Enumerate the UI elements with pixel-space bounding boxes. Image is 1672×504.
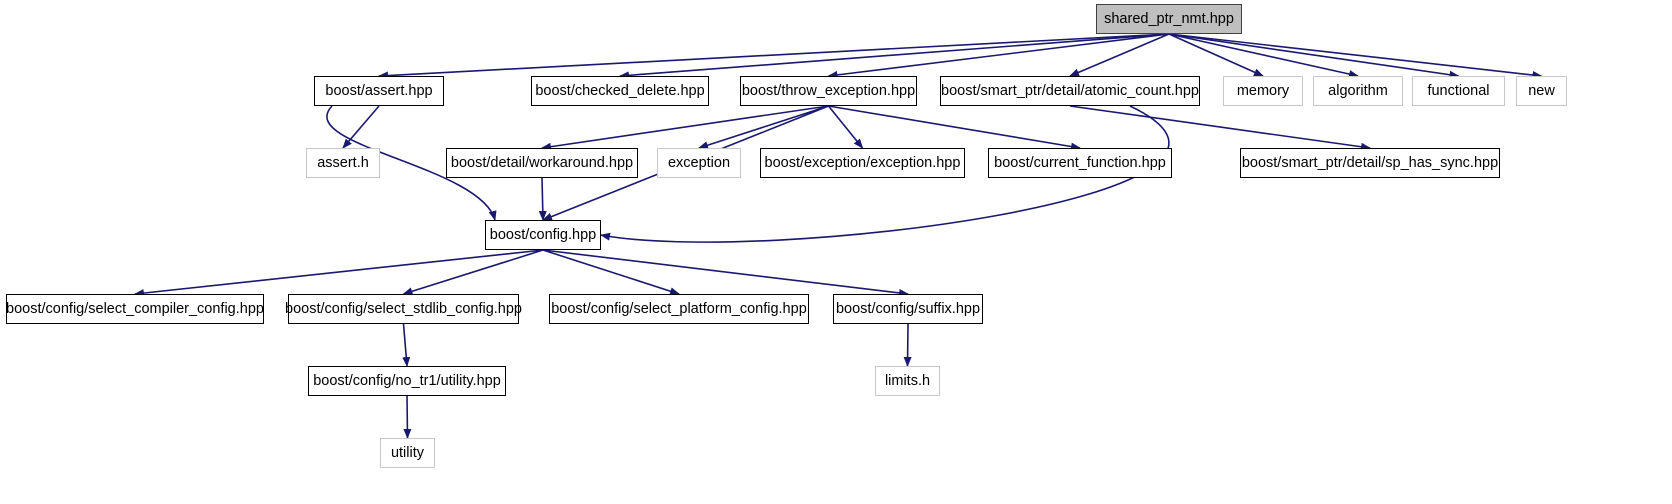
- graph-node-label: shared_ptr_nmt.hpp: [1104, 11, 1234, 27]
- graph-node-label: boost/current_function.hpp: [994, 155, 1166, 171]
- graph-node-boost-smart-ptr-detail-sp-has-sync-hpp[interactable]: boost/smart_ptr/detail/sp_has_sync.hpp: [1240, 148, 1500, 178]
- graph-node-functional[interactable]: functional: [1412, 76, 1505, 106]
- graph-node-label: boost/smart_ptr/detail/atomic_count.hpp: [941, 83, 1199, 99]
- graph-edge: [698, 105, 829, 150]
- graph-edge: [1069, 33, 1170, 77]
- graph-node-boost-config-select-compiler-config-hpp[interactable]: boost/config/select_compiler_config.hpp: [6, 294, 264, 324]
- graph-node-label: memory: [1236, 83, 1290, 99]
- graph-node-boost-smart-ptr-detail-atomic-count-hpp[interactable]: boost/smart_ptr/detail/atomic_count.hpp: [940, 76, 1200, 106]
- graph-edge: [541, 105, 829, 151]
- graph-edge: [378, 33, 1170, 80]
- graph-node-memory[interactable]: memory: [1223, 76, 1303, 106]
- graph-edge: [1069, 105, 1371, 151]
- graph-node-boost-config-select-stdlib-config-hpp[interactable]: boost/config/select_stdlib_config.hpp: [285, 294, 522, 324]
- graph-edge: [827, 105, 864, 149]
- graph-node-boost-config-hpp[interactable]: boost/config.hpp: [485, 220, 601, 250]
- graph-node-shared-ptr-nmt-hpp[interactable]: shared_ptr_nmt.hpp: [1096, 4, 1242, 34]
- graph-node-label: boost/smart_ptr/detail/sp_has_sync.hpp: [1241, 155, 1499, 171]
- graph-node-assert-h[interactable]: assert.h: [306, 148, 380, 178]
- graph-node-label: boost/checked_delete.hpp: [535, 83, 705, 99]
- graph-node-new[interactable]: new: [1516, 76, 1567, 106]
- graph-node-label: boost/throw_exception.hpp: [741, 83, 916, 99]
- graph-edge: [402, 323, 411, 367]
- graph-node-label: utility: [390, 445, 425, 461]
- graph-node-label: functional: [1427, 83, 1490, 99]
- graph-node-label: boost/config/suffix.hpp: [835, 301, 981, 317]
- graph-edge: [619, 33, 1170, 80]
- graph-node-label: boost/config/select_stdlib_config.hpp: [285, 301, 522, 317]
- graph-edge: [828, 105, 1081, 151]
- graph-node-boost-exception-exception-hpp[interactable]: boost/exception/exception.hpp: [760, 148, 965, 178]
- graph-node-label: boost/exception/exception.hpp: [764, 155, 961, 171]
- graph-edge: [542, 249, 909, 297]
- graph-edge: [827, 33, 1170, 79]
- graph-node-boost-config-suffix-hpp[interactable]: boost/config/suffix.hpp: [833, 294, 983, 324]
- graph-node-label: limits.h: [884, 373, 931, 389]
- graph-node-boost-config-select-platform-config-hpp[interactable]: boost/config/select_platform_config.hpp: [549, 294, 809, 324]
- graph-node-boost-config-no-tr1-utility-hpp[interactable]: boost/config/no_tr1/utility.hpp: [308, 366, 506, 396]
- graph-node-boost-assert-hpp[interactable]: boost/assert.hpp: [314, 76, 444, 106]
- graph-edge: [403, 395, 412, 439]
- graph-node-limits-h[interactable]: limits.h: [875, 366, 940, 396]
- graph-edge: [1168, 33, 1543, 79]
- graph-node-label: boost/config.hpp: [489, 227, 597, 243]
- graph-node-label: new: [1528, 83, 1555, 99]
- graph-node-label: boost/config/select_compiler_config.hpp: [6, 301, 264, 317]
- graph-node-label: exception: [667, 155, 731, 171]
- graph-edge: [342, 105, 380, 149]
- graph-node-algorithm[interactable]: algorithm: [1313, 76, 1403, 106]
- graph-node-label: boost/config/select_platform_config.hpp: [551, 301, 807, 317]
- graph-node-label: boost/config/no_tr1/utility.hpp: [313, 373, 501, 389]
- graph-node-boost-current-function-hpp[interactable]: boost/current_function.hpp: [988, 148, 1172, 178]
- graph-edge: [538, 177, 547, 221]
- graph-edge: [903, 323, 912, 367]
- graph-edge: [542, 249, 680, 296]
- graph-node-boost-detail-workaround-hpp[interactable]: boost/detail/workaround.hpp: [446, 148, 638, 178]
- graph-edge: [1168, 33, 1460, 79]
- graph-node-label: boost/detail/workaround.hpp: [450, 155, 634, 171]
- graph-node-label: assert.h: [317, 155, 369, 171]
- graph-edge: [1168, 33, 1359, 78]
- graph-node-boost-throw-exception-hpp[interactable]: boost/throw_exception.hpp: [740, 76, 917, 106]
- graph-node-label: algorithm: [1328, 83, 1388, 99]
- graph-node-label: boost/assert.hpp: [325, 83, 433, 99]
- graph-node-exception[interactable]: exception: [657, 148, 741, 178]
- graph-node-utility[interactable]: utility: [380, 438, 435, 468]
- graph-edge: [134, 249, 544, 298]
- graph-node-boost-checked-delete-hpp[interactable]: boost/checked_delete.hpp: [531, 76, 709, 106]
- graph-edge: [402, 249, 544, 296]
- graph-edge: [1168, 33, 1264, 77]
